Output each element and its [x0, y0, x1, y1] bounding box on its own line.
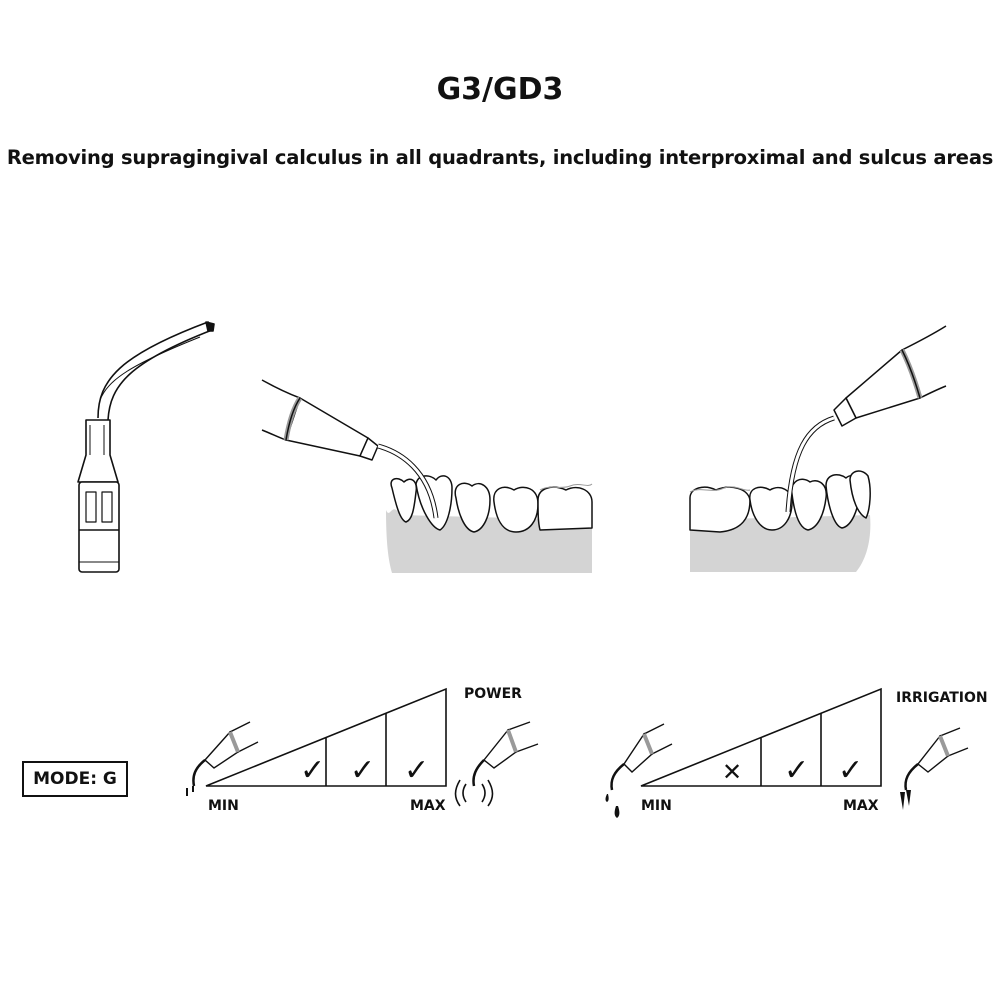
power-scale: ✓ ✓ ✓ MIN MAX POWER	[186, 686, 539, 814]
handpiece-icon	[904, 727, 969, 791]
page-title: G3/GD3	[436, 72, 564, 107]
handpiece-icon	[610, 723, 673, 791]
water-drop-icon	[900, 790, 911, 810]
water-drop-icon	[605, 794, 620, 818]
power-min-label: MIN	[208, 798, 239, 814]
handpiece-icon	[785, 325, 947, 513]
power-label: POWER	[464, 686, 522, 702]
teeth-illustration-left	[261, 379, 593, 573]
mode-badge: MODE: G	[22, 761, 128, 797]
irrigation-cell-1: ✕	[722, 758, 742, 786]
handpiece-icon	[192, 721, 259, 787]
irrigation-cell-3: ✓	[838, 753, 863, 788]
vibration-icon	[454, 779, 494, 807]
page-subtitle: Removing supragingival calculus in all q…	[6, 146, 994, 169]
power-cell-2: ✓	[350, 753, 375, 788]
power-cell-3: ✓	[404, 753, 429, 788]
irrigation-cell-2: ✓	[784, 753, 809, 788]
teeth-icon	[689, 470, 871, 533]
water-drop-icon	[186, 786, 194, 796]
power-max-label: MAX	[410, 798, 446, 814]
handpiece-icon	[261, 379, 439, 519]
power-cell-1: ✓	[300, 753, 325, 788]
irrigation-label: IRRIGATION	[896, 690, 988, 706]
gum	[690, 515, 871, 572]
teeth-illustration-right	[689, 325, 947, 572]
handpiece-icon	[472, 721, 539, 787]
irrigation-min-label: MIN	[641, 798, 672, 814]
irrigation-scale: ✕ ✓ ✓ MIN MAX IRRIGATION	[605, 687, 988, 818]
scaler-tip-icon	[77, 321, 215, 573]
irrigation-max-label: MAX	[843, 798, 879, 814]
